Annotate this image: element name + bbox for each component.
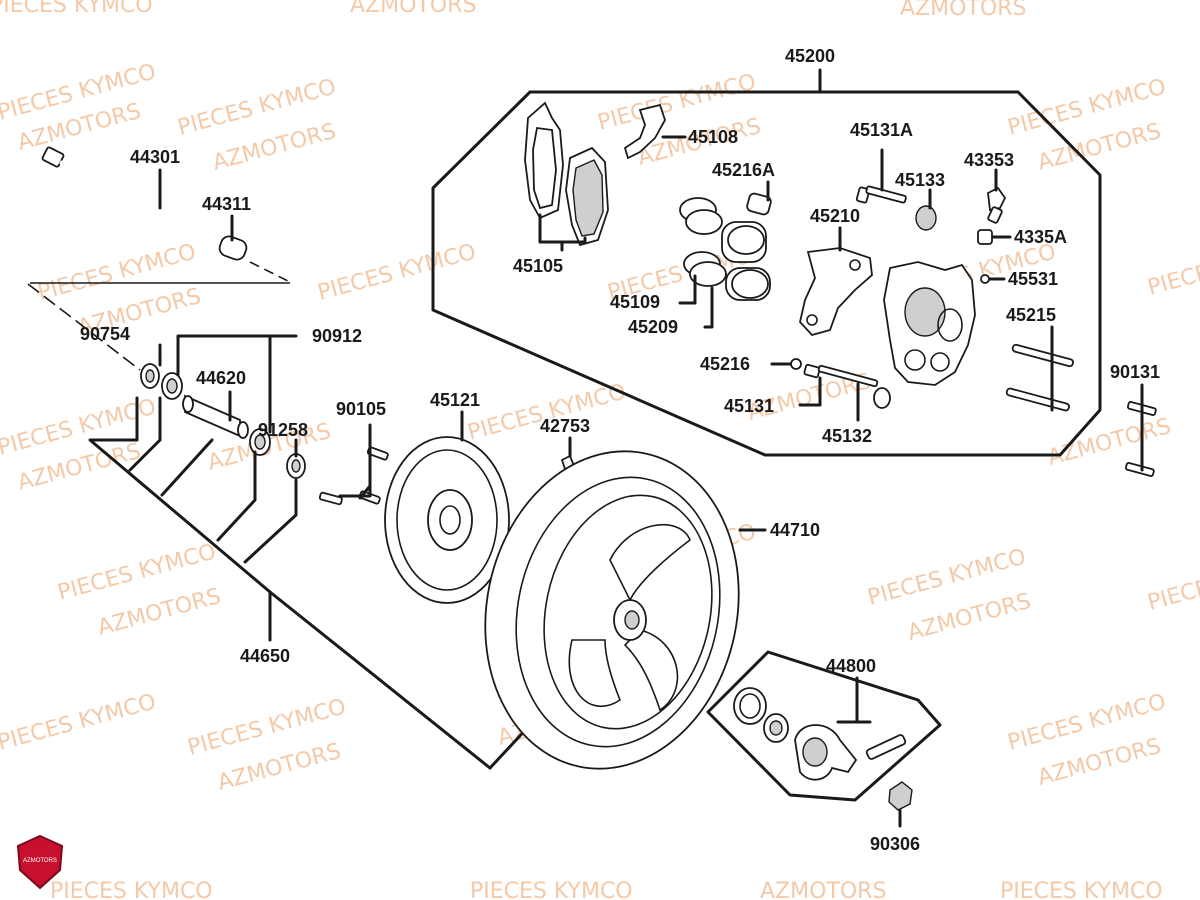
small-screw-icon xyxy=(980,274,990,284)
logo-text: AZMOTORS xyxy=(23,858,57,864)
boot-45133-icon xyxy=(915,205,937,231)
part-label-45215: 45215 xyxy=(1006,305,1056,325)
part-label-45109: 45109 xyxy=(610,292,660,312)
part-label-43353: 43353 xyxy=(964,150,1014,170)
part-label-44311: 44311 xyxy=(202,194,251,214)
caliper-bracket-icon xyxy=(799,247,873,337)
part-label-45216a: 45216A xyxy=(712,160,775,180)
leader-90912 xyxy=(176,334,298,377)
watermark-text: AZMOTORS xyxy=(1045,414,1174,471)
caliper-body-icon xyxy=(883,261,976,386)
part-label-45200: 45200 xyxy=(785,46,835,66)
part-label-45105: 45105 xyxy=(513,256,563,276)
part-label-91258: 91258 xyxy=(258,420,308,440)
watermark-text: AZMOTORS xyxy=(905,589,1034,646)
bleeder-screw-icon xyxy=(987,186,1007,224)
axle-icon xyxy=(41,146,216,238)
group-frame-44650 xyxy=(88,396,272,594)
leader-45109 xyxy=(678,274,697,305)
watermark-text: PIECES KYMCO xyxy=(50,879,213,900)
watermark-text: PIECES KYMCO xyxy=(1000,879,1163,900)
group-frame-44650 xyxy=(268,590,492,770)
part-label-44710: 44710 xyxy=(770,520,820,540)
leader-90105 xyxy=(358,484,372,500)
part-label-90131: 90131 xyxy=(1110,362,1160,382)
brake-disc-icon xyxy=(384,436,510,604)
brake-pads-icon xyxy=(524,101,609,247)
part-label-90105: 90105 xyxy=(336,399,386,419)
watermark-text: PIECES KYMCO xyxy=(0,0,153,18)
bleeder-cap-icon xyxy=(977,229,993,245)
leader-45209 xyxy=(703,286,714,329)
group-frame-44650 xyxy=(243,478,298,564)
part-label-45209: 45209 xyxy=(628,317,678,337)
part-label-45108: 45108 xyxy=(688,127,738,147)
part-label-45216: 45216 xyxy=(700,354,750,374)
part-label-45131: 45131 xyxy=(724,396,774,416)
axle-nut-icon xyxy=(888,781,913,811)
part-label-44620: 44620 xyxy=(196,368,246,388)
leader-90105 xyxy=(338,423,372,498)
part-label-45132: 45132 xyxy=(822,426,872,446)
part-label-44301: 44301 xyxy=(130,147,180,167)
watermark-text: PIECES KYMCO xyxy=(1145,235,1200,301)
wheel-bearings-icon xyxy=(140,363,306,479)
leader-44800 xyxy=(836,676,872,724)
part-label-44650: 44650 xyxy=(240,646,290,666)
bracket-hole xyxy=(849,259,861,271)
part-label-90912: 90912 xyxy=(312,326,362,346)
watermark-text: AZMOTORS xyxy=(900,0,1026,21)
axis-line xyxy=(249,261,291,283)
part-label-45121: 45121 xyxy=(430,390,480,410)
speedometer-gear-icon xyxy=(733,687,907,781)
wheel-tire-icon xyxy=(484,450,740,770)
piston-seals-icon xyxy=(679,197,771,301)
part-label-4335a: 4335A xyxy=(1014,227,1067,247)
part-label-42753: 42753 xyxy=(540,416,590,436)
watermark-text: PIECES KYMCO xyxy=(315,240,479,306)
nut-45216-icon xyxy=(790,358,802,370)
group-frame-44650 xyxy=(128,438,162,472)
bolt-45131a-icon xyxy=(855,185,907,204)
caliper-pins-icon xyxy=(1005,343,1074,412)
group-frame-44650 xyxy=(216,450,257,542)
leader-45131 xyxy=(798,376,822,407)
part-label-45133: 45133 xyxy=(895,170,945,190)
group-frame-44650 xyxy=(160,438,214,497)
watermark-text: PIECES KYMCO xyxy=(0,690,159,756)
pad-clip-icon xyxy=(623,103,666,160)
azmotors-logo: AZMOTORS xyxy=(16,834,64,890)
watermark-text: AZMOTORS xyxy=(760,879,886,900)
watermark-text: AZMOTORS xyxy=(350,0,476,18)
bracket-hole xyxy=(806,314,818,326)
part-label-45210: 45210 xyxy=(810,206,860,226)
pin-45216a-icon xyxy=(746,192,772,216)
axis-line xyxy=(27,283,141,371)
part-label-90306: 90306 xyxy=(870,834,920,854)
axle-collar-icon xyxy=(218,235,248,261)
watermark-text: PIECES KYMCO xyxy=(470,879,633,900)
part-label-45531: 45531 xyxy=(1008,269,1058,289)
watermark-text: PIECES KYMCO xyxy=(1145,550,1200,616)
part-label-90754: 90754 xyxy=(80,324,130,344)
caliper-assembly-frame xyxy=(431,90,1102,457)
watermark-text: AZMOTORS xyxy=(95,584,224,641)
part-label-45131a: 45131A xyxy=(850,120,913,140)
bolt-45131-icon xyxy=(803,363,891,409)
speedo-frame xyxy=(706,650,942,802)
part-label-44800: 44800 xyxy=(826,656,876,676)
